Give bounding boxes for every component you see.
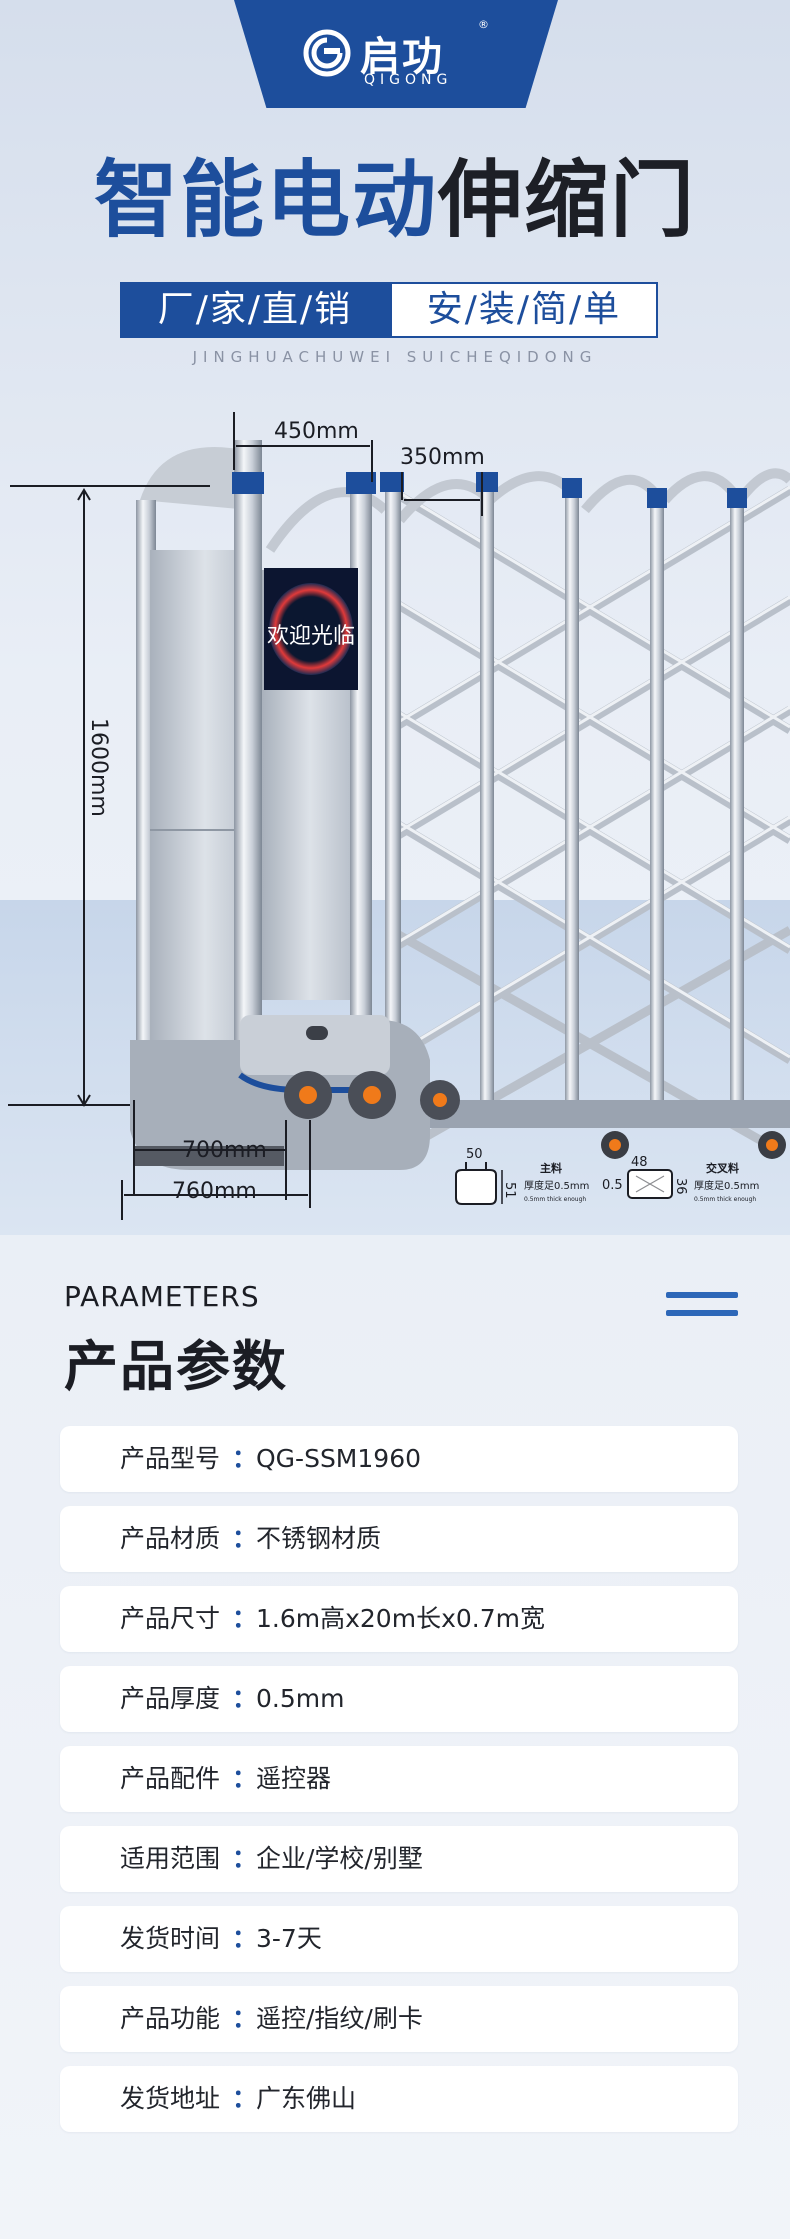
dimension-base-outer: 760mm xyxy=(172,1179,257,1204)
param-value: 3-7天 xyxy=(256,1924,322,1953)
param-row: 发货时间 ： 3-7天 xyxy=(60,1906,738,1972)
profile-main: 50 51 主料 厚度足0.5mm 0.5mm thick enough xyxy=(455,1147,589,1205)
param-value: 遥控器 xyxy=(256,1764,332,1793)
dimension-spacing: 350mm xyxy=(400,445,485,470)
brand-name-cn: 启功 xyxy=(360,34,444,80)
param-label: 适用范围 xyxy=(119,1844,220,1873)
param-value: 企业/学校/别墅 xyxy=(256,1844,423,1873)
slogan-right: 安/装/简/单 xyxy=(390,282,658,338)
param-value: 不锈钢材质 xyxy=(256,1524,382,1553)
parameters-title-en: PARAMETERS xyxy=(64,1280,260,1313)
profile-main-width: 50 xyxy=(466,1147,483,1162)
param-row: 产品厚度 ： 0.5mm xyxy=(60,1666,738,1732)
hero-section: 启功 ® QIGONG 智能电动伸缩门 厂/家/直/销 安/装/简/单 JING… xyxy=(0,0,790,1235)
param-colon: ： xyxy=(232,1924,258,1953)
profile-cross-note: 0.5mm thick enough xyxy=(694,1196,756,1203)
param-value: 0.5mm xyxy=(256,1684,345,1713)
slogan-left: 厂/家/直/销 xyxy=(120,282,390,338)
param-row: 产品尺寸 ： 1.6m高x20m长x0.7m宽 xyxy=(60,1586,738,1652)
headline-dark: 伸缩门 xyxy=(438,151,697,249)
power-circle-icon xyxy=(303,29,351,77)
gate-head-unit: 欢迎光临 xyxy=(130,440,460,1170)
gate-posts xyxy=(380,472,747,1120)
param-row: 产品配件 ： 遥控器 xyxy=(60,1746,738,1812)
profile-cross: 48 0.5 36 交叉料 厚度足0.5mm 0.5mm thick enoug… xyxy=(602,1155,759,1203)
param-colon: ： xyxy=(232,2084,258,2113)
profile-cross-wall: 0.5 xyxy=(602,1178,623,1193)
scissor-lattice xyxy=(387,485,790,1144)
gate-illustration: 欢迎光临 xyxy=(8,412,790,1220)
profile-cross-name: 交叉料 xyxy=(706,1161,739,1175)
profile-cross-thickness: 厚度足0.5mm xyxy=(694,1179,759,1192)
registered-mark: ® xyxy=(478,18,489,31)
parameters-title-cn: 产品参数 xyxy=(64,1335,288,1398)
profile-cross-width: 48 xyxy=(631,1155,648,1170)
param-colon: ： xyxy=(232,2004,258,2033)
profile-cross-height: 36 xyxy=(673,1178,688,1195)
dimension-base-inner: 700mm xyxy=(182,1138,267,1163)
profile-main-thickness: 厚度足0.5mm xyxy=(524,1179,589,1192)
slogan-pinyin: JINGHUACHUWEI SUICHEQIDONG xyxy=(192,348,598,366)
profile-main-name: 主料 xyxy=(540,1161,562,1175)
param-value: 广东佛山 xyxy=(256,2084,357,2113)
param-value: QG-SSM1960 xyxy=(256,1444,422,1473)
param-row: 适用范围 ： 企业/学校/别墅 xyxy=(60,1826,738,1892)
param-label: 产品材质 xyxy=(119,1524,220,1553)
param-label: 发货地址 xyxy=(119,2084,220,2113)
param-colon: ： xyxy=(232,1604,258,1633)
param-label: 发货时间 xyxy=(119,1924,220,1953)
param-label: 产品型号 xyxy=(119,1444,220,1473)
welcome-screen-text: 欢迎光临 xyxy=(267,624,355,649)
menu-bars-icon xyxy=(666,1292,738,1322)
logo-banner xyxy=(234,0,558,108)
profile-main-height: 51 xyxy=(502,1182,517,1199)
param-label: 产品尺寸 xyxy=(119,1604,220,1633)
dimension-height: 1600mm xyxy=(86,718,111,817)
dimension-top-width: 450mm xyxy=(274,419,359,444)
param-colon: ： xyxy=(232,1524,258,1553)
param-label: 产品厚度 xyxy=(119,1684,220,1713)
param-value: 遥控/指纹/刷卡 xyxy=(256,2004,423,2033)
param-label: 产品功能 xyxy=(119,2004,220,2033)
param-colon: ： xyxy=(232,1844,258,1873)
param-row: 产品型号 ： QG-SSM1960 xyxy=(60,1426,738,1492)
param-row: 发货地址 ： 广东佛山 xyxy=(60,2066,738,2132)
brand-name-en: QIGONG xyxy=(364,72,453,88)
param-colon: ： xyxy=(232,1764,258,1793)
dimension-annotations xyxy=(8,412,483,1220)
headline: 智能电动伸缩门 xyxy=(0,150,790,250)
param-colon: ： xyxy=(232,1444,258,1473)
headline-blue: 智能电动 xyxy=(93,151,438,249)
param-colon: ： xyxy=(232,1684,258,1713)
param-row: 产品材质 ： 不锈钢材质 xyxy=(60,1506,738,1572)
param-row: 产品功能 ： 遥控/指纹/刷卡 xyxy=(60,1986,738,2052)
profile-main-note: 0.5mm thick enough xyxy=(524,1196,586,1203)
param-value: 1.6m高x20m长x0.7m宽 xyxy=(256,1604,545,1633)
param-label: 产品配件 xyxy=(119,1764,220,1793)
